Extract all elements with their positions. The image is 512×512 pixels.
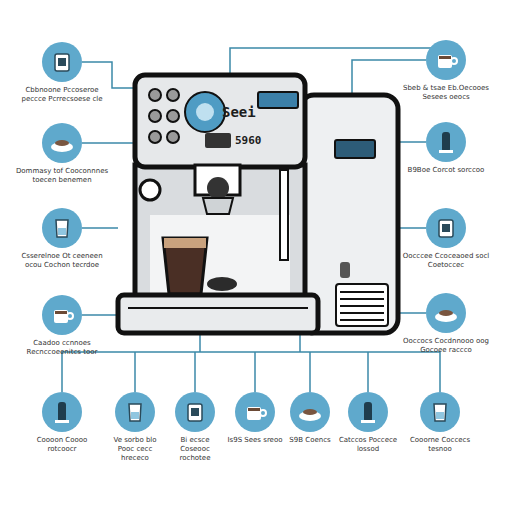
node-caption: Sbeb & tsae Eb.Oecooes Sesees oeocs — [396, 84, 496, 102]
icon — [42, 123, 82, 163]
icon — [42, 392, 82, 432]
icon-node: Csserelnoe Ot ceeneen ocou Cochon tecrdo… — [14, 208, 110, 270]
icon — [42, 208, 82, 248]
icon-circle — [42, 42, 82, 82]
node-caption: Coooon Coooo rotcoocr — [31, 436, 93, 454]
node-caption: Bi ecsce Coseooc rochotee — [166, 436, 224, 462]
icon-circle — [42, 295, 82, 335]
node-caption: Oocccee Ccoceaoed socl Coetoccec — [396, 252, 496, 270]
icon — [348, 392, 388, 432]
node-caption: Cooorne Coccecs tesnoo — [407, 436, 473, 454]
icon-node: Dommasy tof Cooconnnes toecen benemen — [14, 123, 110, 185]
icon — [426, 122, 466, 162]
icon — [426, 208, 466, 248]
icon — [426, 293, 466, 333]
icon — [42, 42, 82, 82]
icon — [175, 392, 215, 432]
node-caption: Cbbnoone Pccoseroe peccce Pcrrecsoese cl… — [14, 86, 110, 104]
icon-node: Oocccee Ccoceaoed socl Coetoccec — [396, 208, 496, 270]
icon-circle — [426, 208, 466, 248]
icon-node: Is9S Sees sreoo — [226, 392, 284, 445]
icon — [290, 392, 330, 432]
icon — [235, 392, 275, 432]
icon-node: Cooorne Coccecs tesnoo — [407, 392, 473, 454]
icon — [115, 392, 155, 432]
node-caption: Catccos Poccece lossod — [338, 436, 398, 454]
icon-node: Cbbnoone Pccoseroe peccce Pcrrecsoese cl… — [14, 42, 110, 104]
icon-node: Bi ecsce Coseooc rochotee — [166, 392, 224, 462]
leader-lines — [62, 42, 446, 392]
display-text: Seei — [222, 104, 256, 120]
icon-node: Ooccocs Cocdnnooo oog Gocoee raccco — [396, 293, 496, 355]
icon — [42, 295, 82, 335]
icon-circle — [348, 392, 388, 432]
icon-node: Coooon Coooo rotcoocr — [31, 392, 93, 454]
node-caption: Ve sorbo blo Pooc cecc hrececo — [106, 436, 164, 462]
icon-circle — [235, 392, 275, 432]
icon-circle — [42, 208, 82, 248]
display-text: 5960 — [235, 134, 262, 147]
icon-node: Sbeb & tsae Eb.Oecooes Sesees oeocs — [396, 40, 496, 102]
icon-node: Caadoo ccnnoes Recnccoeenitcs toor — [14, 295, 110, 357]
icon-circle — [42, 392, 82, 432]
icon-circle — [115, 392, 155, 432]
icon-circle — [290, 392, 330, 432]
icon — [420, 392, 460, 432]
icon-circle — [426, 122, 466, 162]
main-body — [118, 75, 318, 333]
icon-node: S9B Coencs — [284, 392, 336, 445]
icon-circle — [426, 40, 466, 80]
node-caption: Is9S Sees sreoo — [226, 436, 284, 445]
node-caption: Csserelnoe Ot ceeneen ocou Cochon tecrdo… — [14, 252, 110, 270]
icon — [426, 40, 466, 80]
node-caption: Ooccocs Cocdnnooo oog Gocoee raccco — [396, 337, 496, 355]
icon-node: B9Boe Corcot sorccoo — [396, 122, 496, 175]
icon-node: Catccos Poccece lossod — [338, 392, 398, 454]
node-caption: Caadoo ccnnoes Recnccoeenitcs toor — [14, 339, 110, 357]
node-caption: Dommasy tof Cooconnnes toecen benemen — [14, 167, 110, 185]
icon-circle — [175, 392, 215, 432]
node-caption: B9Boe Corcot sorccoo — [396, 166, 496, 175]
node-caption: S9B Coencs — [284, 436, 336, 445]
icon-circle — [426, 293, 466, 333]
icon-circle — [42, 123, 82, 163]
icon-circle — [420, 392, 460, 432]
icon-node: Ve sorbo blo Pooc cecc hrececo — [106, 392, 164, 462]
